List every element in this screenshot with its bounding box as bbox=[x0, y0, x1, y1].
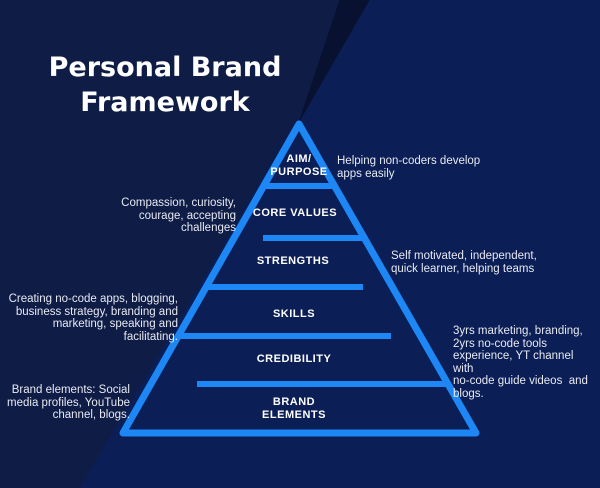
level-label-core-values: CORE VALUES bbox=[252, 207, 338, 219]
note-credibility: 3yrs marketing, branding, 2yrs no-code t… bbox=[453, 325, 588, 400]
level-label-aim-purpose: AIM/ PURPOSE bbox=[270, 153, 328, 178]
level-label-credibility: CREDIBILITY bbox=[256, 353, 332, 365]
level-label-brand-elements: BRAND ELEMENTS bbox=[262, 396, 326, 421]
note-aim-purpose: Helping non-coders develop apps easily bbox=[337, 155, 481, 180]
level-label-skills: SKILLS bbox=[272, 308, 316, 320]
note-brand-elements: Brand elements: Social media profiles, Y… bbox=[7, 384, 130, 421]
pyramid-outline bbox=[119, 120, 480, 437]
note-core-values: Compassion, curiosity, courage, acceptin… bbox=[121, 197, 236, 234]
page-title: Personal Brand Framework bbox=[48, 52, 282, 118]
note-strengths: Self motivated, independent, quick learn… bbox=[391, 250, 537, 275]
level-label-strengths: STRENGTHS bbox=[256, 255, 330, 267]
note-skills: Creating no-code apps, blogging, busines… bbox=[8, 293, 178, 343]
